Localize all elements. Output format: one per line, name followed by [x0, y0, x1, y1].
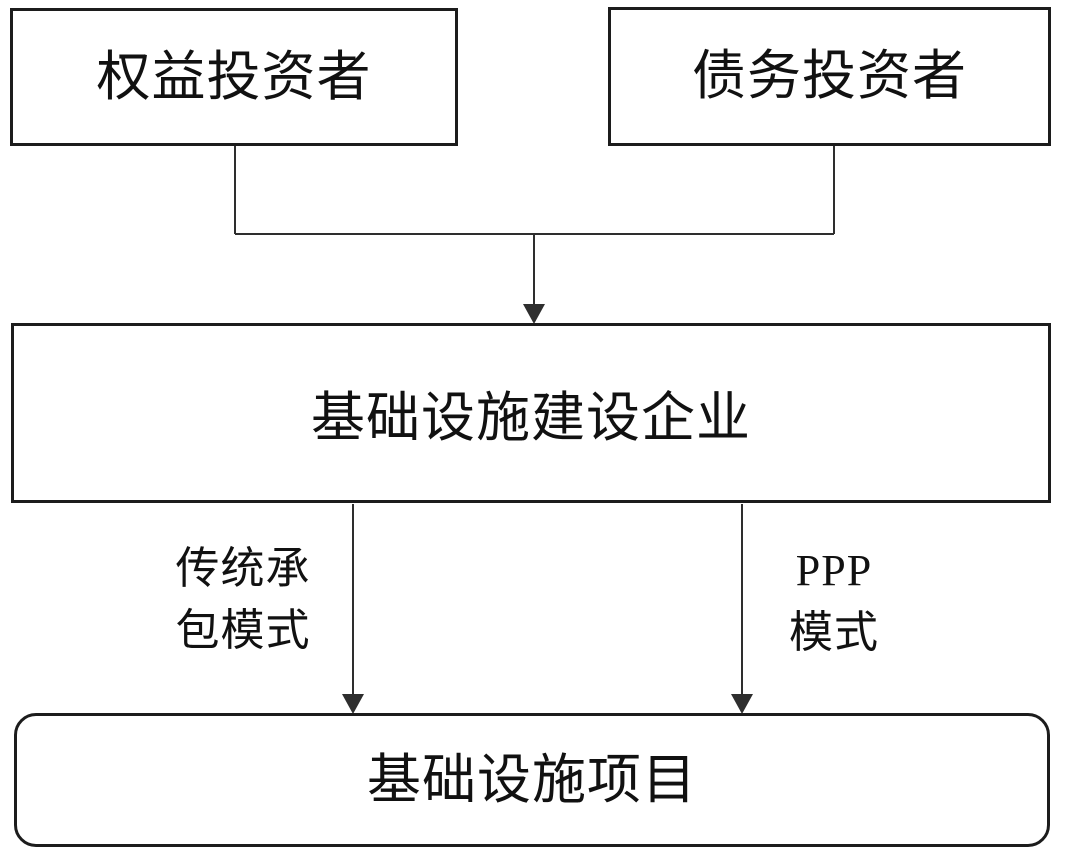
- node-infrastructure-enterprise-label: 基础设施建设企业: [311, 387, 751, 448]
- arrowhead-to-enterprise: [523, 304, 545, 324]
- edge-label-traditional-contracting: 传统承 包模式: [175, 544, 311, 655]
- node-infrastructure-enterprise: 基础设施建设企业: [11, 323, 1051, 503]
- node-debt-investor-label: 债务投资者: [692, 46, 967, 107]
- node-equity-investor-label: 权益投资者: [96, 46, 372, 107]
- arrowhead-ppp: [731, 694, 753, 714]
- arrowhead-traditional: [342, 694, 364, 714]
- node-infrastructure-project: 基础设施项目: [14, 713, 1050, 847]
- edge-label-ppp-mode: PPP 模式: [789, 546, 879, 657]
- node-infrastructure-project-label: 基础设施项目: [367, 749, 697, 810]
- node-equity-investor: 权益投资者: [10, 8, 458, 146]
- node-debt-investor: 债务投资者: [608, 7, 1051, 146]
